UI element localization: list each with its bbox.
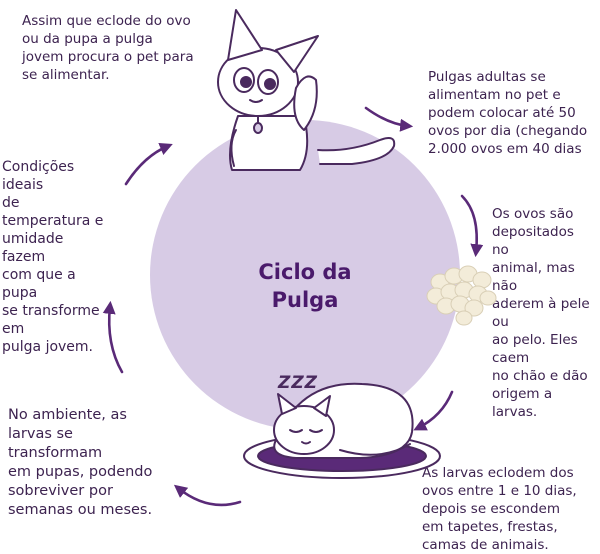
caption-conditions: Condições ideais de temperatura e umidad… xyxy=(2,159,104,355)
diagram-title: Ciclo da Pulga xyxy=(205,258,405,314)
arrow-right xyxy=(460,194,484,258)
title-line-2: Pulga xyxy=(271,288,339,312)
arrow-bottom xyxy=(173,484,242,507)
eggs-illustration xyxy=(426,265,497,326)
title-line-1: Ciclo da xyxy=(258,260,352,284)
caption-larvae: As larvas eclodem dos ovos entre 1 e 10 … xyxy=(422,465,577,553)
arrow-lower-right xyxy=(413,390,454,431)
caption-young-flea: Assim que eclode do ovo ou da pupa a pul… xyxy=(22,13,194,83)
sleep-zzz-text: ZZZ xyxy=(277,373,318,393)
arrow-top-right xyxy=(364,106,414,132)
caption-adult-flea: Pulgas adultas se alimentam no pet e pod… xyxy=(428,69,588,157)
caption-pupae: No ambiente, as larvas se transformam em… xyxy=(8,407,153,518)
arrow-top-left xyxy=(124,143,173,186)
scratching-cat-illustration xyxy=(217,9,396,171)
sleeping-cat-illustration xyxy=(243,382,441,479)
arrow-left xyxy=(102,300,124,374)
caption-eggs: Os ovos são depositados no animal, mas n… xyxy=(492,206,590,420)
cycle-circle xyxy=(150,120,460,430)
